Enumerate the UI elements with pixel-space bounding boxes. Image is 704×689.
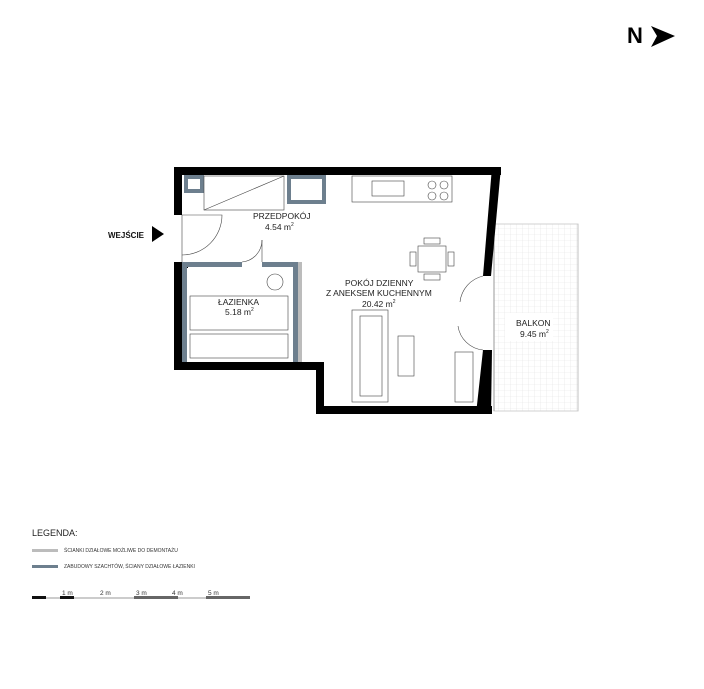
room-area: 5.18 m2 <box>225 307 254 317</box>
legend-title: LEGENDA: <box>32 528 78 538</box>
legend-swatch-shaft <box>32 565 58 568</box>
room-name-line2: Z ANEKSEM KUCHENNYM <box>326 288 432 298</box>
balcony <box>493 223 579 412</box>
room-label-hall: PRZEDPOKÓJ 4.54 m2 <box>253 211 311 232</box>
legend: LEGENDA: ŚCIANKI DZIAŁOWE MOŻLIWE DO DEM… <box>32 528 195 570</box>
fixtures <box>181 175 484 403</box>
legend-item-removable: ŚCIANKI DZIAŁOWE MOŻLIWE DO DEMONTAŻU <box>64 546 178 554</box>
entrance-marker: WEJŚCIE <box>108 226 164 242</box>
legend-item-shaft: ZABUDOWY SZACHTÓW, ŚCIANY DZIAŁOWE ŁAZIE… <box>64 562 195 570</box>
north-arrow-icon <box>651 26 675 47</box>
room-name: PRZEDPOKÓJ <box>253 211 311 221</box>
legend-swatch-removable <box>32 549 58 552</box>
room-area: 9.45 m2 <box>520 329 549 339</box>
bathroom-walls <box>182 262 298 362</box>
removable-partitions <box>298 262 302 362</box>
scale-label-1m: 1 m <box>62 590 73 597</box>
scale-label-5m: 5 m <box>208 590 219 597</box>
north-letter: N <box>627 23 643 48</box>
outer-walls <box>174 167 501 414</box>
room-area: 4.54 m2 <box>265 222 294 232</box>
scale-label-3m: 3 m <box>136 590 147 597</box>
room-name: ŁAZIENKA <box>218 297 259 307</box>
scale-label-2m: 2 m <box>100 590 111 597</box>
room-label-balcony: BALKON 9.45 m2 <box>516 318 551 339</box>
room-name-line1: POKÓJ DZIENNY <box>345 278 414 288</box>
shafts <box>184 175 326 204</box>
room-label-living: POKÓJ DZIENNY Z ANEKSEM KUCHENNYM 20.42 … <box>326 278 432 309</box>
room-area: 20.42 m2 <box>362 299 396 309</box>
scale-label-4m: 4 m <box>172 590 183 597</box>
scale-bar: 1 m 2 m 3 m 4 m 5 m <box>32 590 250 599</box>
entrance-label: WEJŚCIE <box>108 231 145 240</box>
north-indicator: N <box>627 23 675 48</box>
entrance-arrow-icon <box>152 226 164 242</box>
room-name: BALKON <box>516 318 551 328</box>
room-label-bathroom: ŁAZIENKA 5.18 m2 <box>218 297 259 317</box>
